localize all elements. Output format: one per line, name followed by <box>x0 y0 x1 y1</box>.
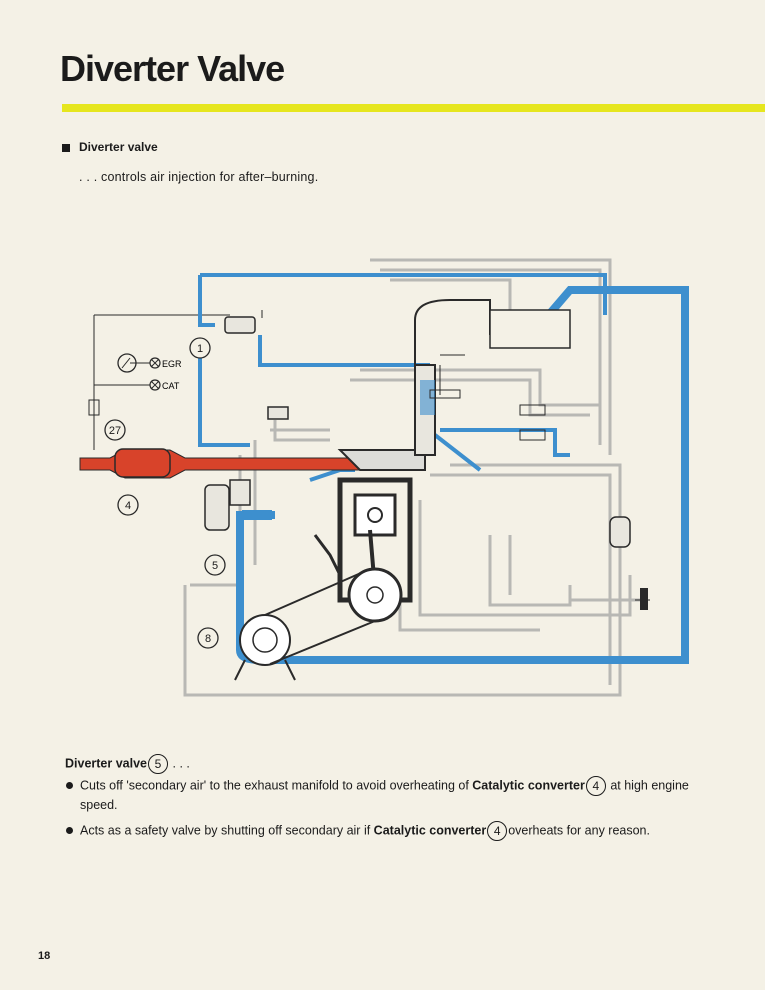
yellow-rule <box>62 104 765 112</box>
egr-label: EGR <box>162 359 182 369</box>
list-item: Cuts off 'secondary air' to the exhaust … <box>66 776 706 814</box>
thermo-valve <box>609 516 631 548</box>
square-bullet-icon <box>62 144 70 152</box>
intro-text: . . . controls air injection for after–b… <box>79 170 319 184</box>
callout-1 <box>189 337 211 359</box>
cylinder-head <box>337 449 426 471</box>
item-bold: Catalytic converter <box>373 823 487 838</box>
cat-lamp-icon <box>149 379 161 391</box>
diverter-valve-body <box>242 510 272 520</box>
ref-circle-4: 4 <box>487 821 508 841</box>
section-heading: Diverter valve <box>79 140 158 154</box>
callout-8 <box>197 627 219 649</box>
item-text: Cuts off 'secondary air' to the exhaust … <box>80 778 473 793</box>
air-pump <box>239 614 291 666</box>
ref-circle-5: 5 <box>148 754 169 774</box>
list-item: Acts as a safety valve by shutting off s… <box>66 821 706 841</box>
component-5 <box>204 484 230 531</box>
item-text-end: overheats for any reason. <box>508 823 650 838</box>
emission-system-diagram: EGR CAT 1 27 4 5 8 <box>79 258 689 697</box>
gauge-icon <box>117 353 137 373</box>
intake-manifold <box>414 299 491 365</box>
air-cleaner <box>489 309 571 349</box>
bullet-dot-icon <box>66 827 73 834</box>
callout-4 <box>117 494 139 516</box>
callout-8-label: 8 <box>205 633 211 645</box>
item-bold: Catalytic converter <box>472 778 585 793</box>
item-text-end: at high engine speed. <box>80 778 689 812</box>
sensor-box <box>88 399 100 416</box>
spark-plug <box>313 534 342 576</box>
egr-lamp-icon <box>149 357 161 369</box>
crankshaft-pulley <box>347 567 403 623</box>
component-1 <box>224 316 256 334</box>
item-text: Acts as a safety valve by shutting off s… <box>80 823 374 838</box>
temp-sensor <box>640 588 648 610</box>
diverter-valve-label: Diverter valve <box>65 756 148 771</box>
cat-label: CAT <box>162 381 180 391</box>
catalytic-converter <box>114 448 171 478</box>
page-number: 18 <box>38 950 51 962</box>
function-list: Cuts off 'secondary air' to the exhaust … <box>66 776 706 848</box>
callout-5 <box>204 554 226 576</box>
callout-27 <box>104 419 126 441</box>
callout-5-label: 5 <box>212 560 218 572</box>
callout-27-label: 27 <box>109 425 121 437</box>
ref-circle-4: 4 <box>585 776 606 796</box>
drive-belt <box>264 568 376 665</box>
page-title: Diverter Valve <box>60 48 285 89</box>
piston <box>353 493 397 537</box>
bullet-dot-icon <box>66 782 73 789</box>
egr-valve <box>267 406 289 420</box>
secondary-air-lines <box>198 273 607 482</box>
diverter-valve-ellipsis: . . . <box>172 756 190 771</box>
callout-4-label: 4 <box>125 500 131 512</box>
callout-1-label: 1 <box>197 343 203 355</box>
piston-pin <box>367 507 383 523</box>
